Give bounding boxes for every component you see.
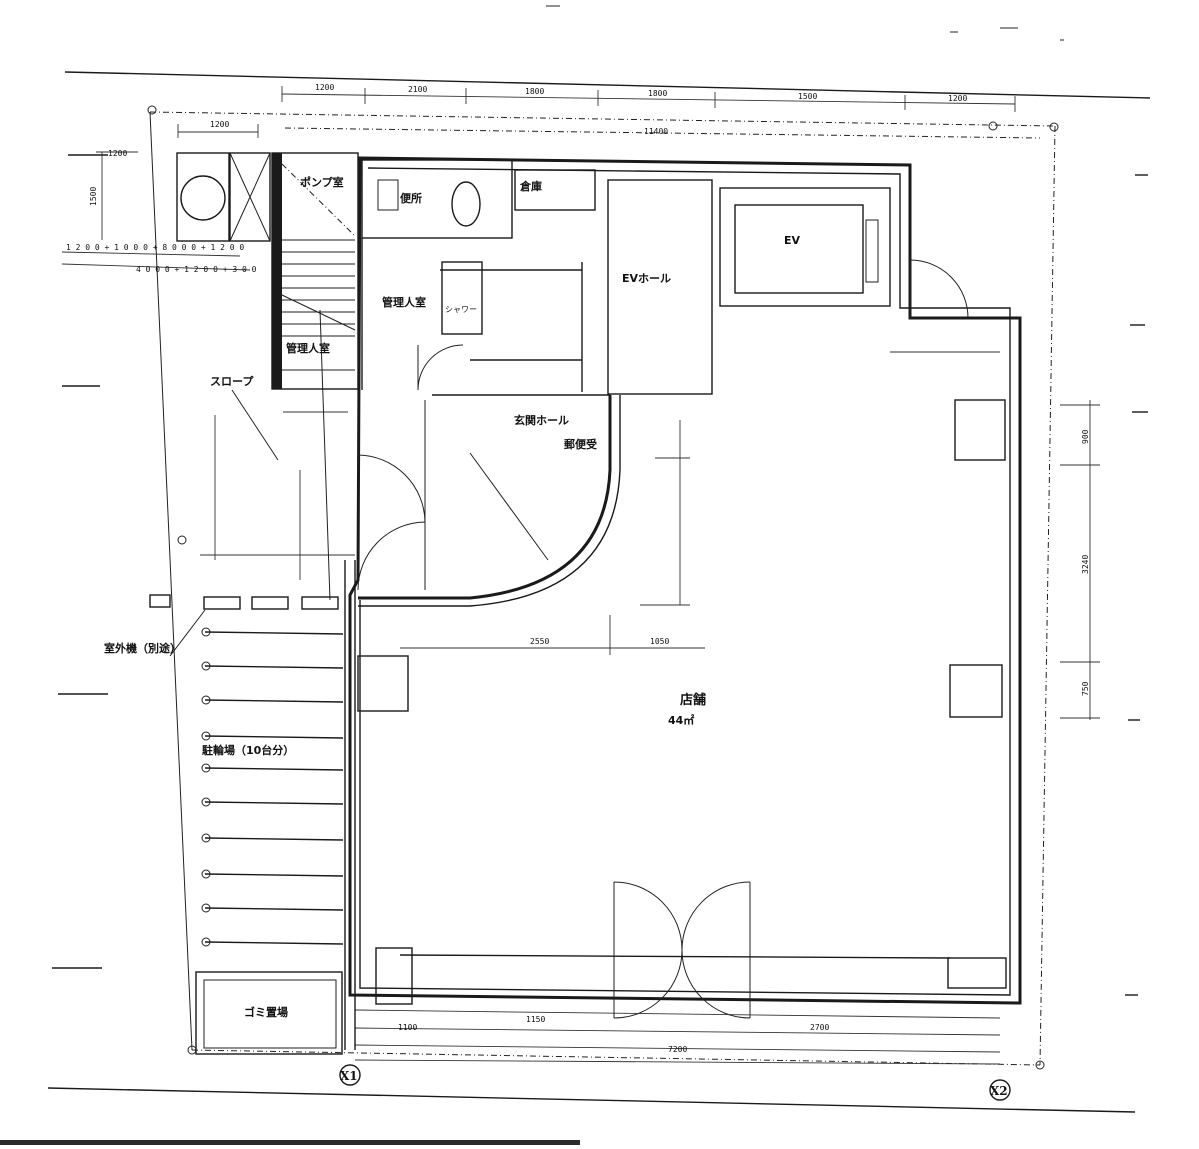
store-room: 店舗 44㎡ 2550 1050 (357, 351, 1006, 727)
dim-right-1: 900 (1081, 429, 1090, 444)
room-storage: 倉庫 (519, 179, 542, 193)
svg-text:1 2 0 0 + 1 0 0 0 + 8 0 0 0 +: 1 2 0 0 + 1 0 0 0 + 8 0 0 0 + 1 2 0 0 (66, 243, 244, 252)
scan-marks (546, 5, 1064, 41)
dim-bottom-3: 2700 (810, 1023, 829, 1032)
entrance: 玄関ホール 郵便受 (357, 394, 621, 607)
room-store-area: 44㎡ (668, 713, 694, 727)
dim-top-1: 1200 (315, 83, 334, 92)
label-outdoor-unit: 室外機（別途） (104, 641, 181, 655)
service-rooms: 便所 倉庫 シャワー 管理人室 (361, 159, 596, 392)
dim-top-4: 1800 (648, 89, 667, 98)
room-ev: EV (784, 234, 801, 247)
svg-text:1500: 1500 (89, 187, 98, 206)
room-management: 管理人室 (286, 341, 330, 355)
dim-top-5: 1500 (798, 92, 817, 101)
dim-bottom-1: 1100 (398, 1023, 417, 1032)
label-ramp: スロープ (210, 374, 254, 388)
stairs: ポンプ室 管理人室 (271, 152, 359, 390)
grid-markers: X1 X2 (339, 1064, 1011, 1101)
svg-text:1200: 1200 (210, 120, 229, 129)
top-dimensions: 1200 2100 1800 1800 1500 1200 11400 1200 (177, 83, 1041, 139)
edge-ticks (52, 154, 1148, 996)
ev-area: EVホール EV (607, 179, 969, 395)
dim-right-3: 750 (1081, 681, 1090, 696)
property-lines (47, 71, 1151, 1113)
front-doors (375, 881, 1007, 1019)
dim-store-d: 1050 (650, 637, 669, 646)
dim-top-2: 2100 (408, 85, 427, 94)
dim-top-total: 11400 (644, 127, 668, 136)
garbage-area: ゴミ置場 (195, 971, 343, 1055)
grid-x2: X2 (990, 1084, 1008, 1098)
room-pump: ポンプ室 (300, 175, 344, 189)
svg-text:4 0 0 0 + 1 2 0 0 + 3 0 0: 4 0 0 0 + 1 2 0 0 + 3 0 0 (136, 265, 257, 274)
label-bicycle-parking: 駐輪場（10台分） (202, 743, 294, 757)
dim-store-w: 2550 (530, 637, 549, 646)
label-mailbox: 郵便受 (564, 437, 597, 451)
left-dimensions: 1200 1500 1 2 0 0 + 1 0 0 0 + 8 0 0 0 + … (61, 149, 257, 274)
room-store: 店舗 (680, 692, 706, 708)
outdoor-units (176, 152, 271, 242)
svg-text:管理人室: 管理人室 (382, 295, 426, 309)
dim-top-6: 1200 (948, 94, 967, 103)
room-garbage: ゴミ置場 (244, 1005, 288, 1019)
right-dimensions: 900 3240 750 (1060, 400, 1100, 720)
grid-x1: X1 (340, 1069, 358, 1083)
dim-bottom-total: 7200 (668, 1045, 687, 1054)
room-toilet: 便所 (400, 191, 422, 205)
room-entrance-hall: 玄関ホール (514, 413, 569, 427)
bicycle-parking: スロープ 室外機（別途） 駐輪場（10台分） (104, 309, 356, 1050)
bottom-dimensions: 1100 1150 2700 7200 (354, 1009, 1001, 1065)
dim-bottom-2: 1150 (526, 1015, 545, 1024)
room-ev-hall: EVホール (622, 272, 671, 285)
bike-slot (201, 627, 344, 947)
dim-top-3: 1800 (525, 87, 544, 96)
room-shower: シャワー (445, 305, 477, 314)
dim-right-2: 3240 (1081, 555, 1090, 574)
building-walls (348, 156, 1022, 1005)
svg-text:1200: 1200 (108, 149, 127, 158)
scan-footer (0, 1140, 580, 1145)
